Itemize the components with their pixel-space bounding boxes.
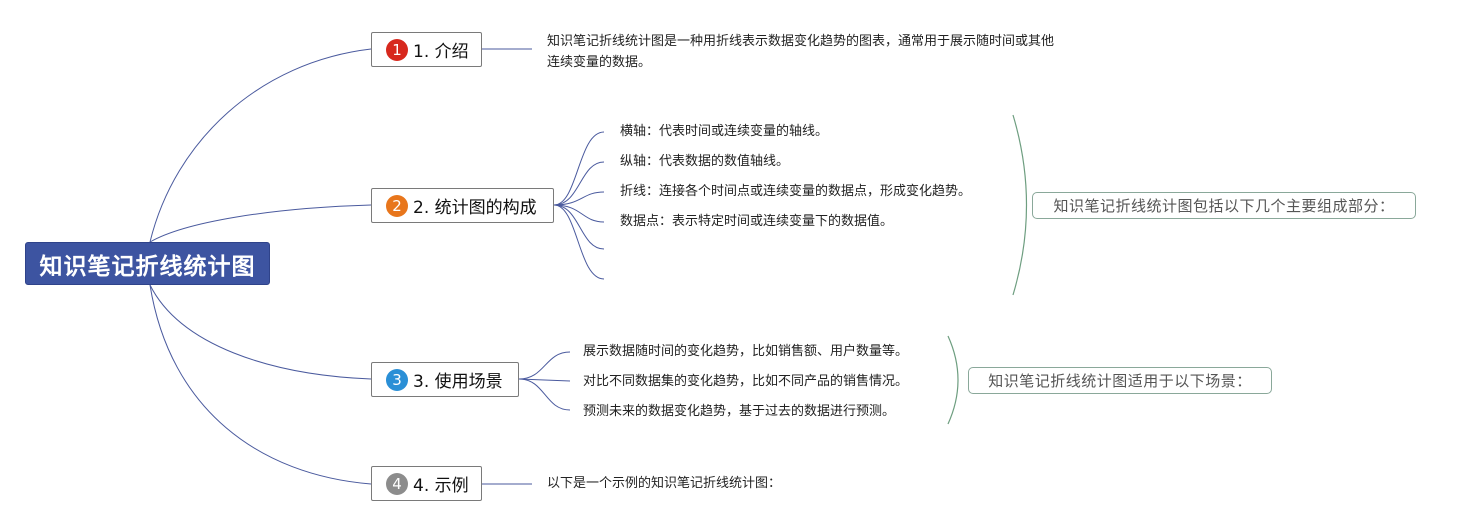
summary-components[interactable]: 知识笔记折线统计图包括以下几个主要组成部分：	[1032, 192, 1416, 219]
branch-components[interactable]: 2 2. 统计图的构成	[371, 188, 554, 223]
example-text[interactable]: 以下是一个示例的知识笔记折线统计图：	[547, 476, 782, 491]
number-badge-2: 2	[386, 194, 408, 217]
scenario-item-forecast[interactable]: 预测未来的数据变化趋势，基于过去的数据进行预测。	[583, 404, 896, 419]
connector-central-to-branch-4	[149, 284, 372, 485]
connector-central-to-branch-1	[149, 48, 372, 243]
component-item-line[interactable]: 折线：连接各个时间点或连续变量的数据点，形成变化趋势。	[620, 184, 972, 199]
summary-bracket-scenarios	[947, 335, 959, 425]
intro-text[interactable]: 知识笔记折线统计图是一种用折线表示数据变化趋势的图表，通常用于展示随时间或其他连…	[547, 34, 1055, 70]
branch-label: 4. 示例	[413, 476, 469, 496]
summary-bracket-components	[1012, 114, 1028, 296]
component-item-data-point[interactable]: 数据点：表示特定时间或连续变量下的数据值。	[620, 214, 894, 229]
branch-label: 3. 使用场景	[413, 372, 503, 392]
number-badge-4: 4	[386, 472, 408, 495]
component-item-x-axis[interactable]: 横轴：代表时间或连续变量的轴线。	[620, 124, 829, 139]
scenario-item-trend[interactable]: 展示数据随时间的变化趋势，比如销售额、用户数量等。	[583, 344, 909, 359]
branch-label: 1. 介绍	[413, 42, 469, 62]
number-badge-3: 3	[386, 368, 408, 391]
central-topic[interactable]: 知识笔记折线统计图	[25, 242, 270, 285]
branch-intro[interactable]: 1 1. 介绍	[371, 32, 482, 67]
branch-label: 2. 统计图的构成	[413, 198, 537, 218]
summary-scenarios[interactable]: 知识笔记折线统计图适用于以下场景：	[968, 367, 1272, 394]
scenario-item-compare[interactable]: 对比不同数据集的变化趋势，比如不同产品的销售情况。	[583, 374, 909, 389]
branch-example[interactable]: 4 4. 示例	[371, 466, 482, 501]
connector-central-to-branch-2	[149, 204, 372, 243]
branch-scenarios[interactable]: 3 3. 使用场景	[371, 362, 519, 397]
component-item-y-axis[interactable]: 纵轴：代表数据的数值轴线。	[620, 154, 790, 169]
connector-central-to-branch-3	[149, 284, 372, 380]
number-badge-1: 1	[386, 38, 408, 61]
